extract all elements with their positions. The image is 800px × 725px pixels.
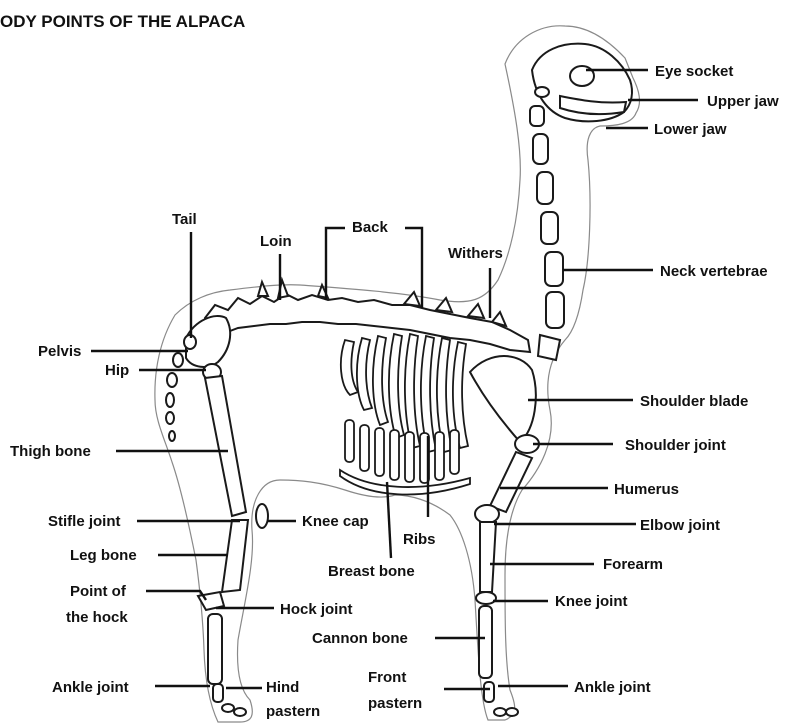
label-shoulder-joint: Shoulder joint bbox=[625, 437, 726, 454]
label-ankle-joint-front: Ankle joint bbox=[574, 679, 651, 696]
label-point-of-hock-line2: the hock bbox=[66, 609, 128, 626]
label-stifle-joint: Stifle joint bbox=[48, 513, 121, 530]
label-humerus: Humerus bbox=[614, 481, 679, 498]
label-upper-jaw: Upper jaw bbox=[707, 93, 779, 110]
label-cannon-bone: Cannon bone bbox=[312, 630, 408, 647]
hindleg-bones bbox=[166, 316, 268, 716]
label-shoulder-blade: Shoulder blade bbox=[640, 393, 748, 410]
label-front-pastern-line1: Front bbox=[368, 669, 406, 686]
label-lower-jaw: Lower jaw bbox=[654, 121, 727, 138]
neck-vertebrae-bones bbox=[530, 106, 564, 360]
label-tail: Tail bbox=[172, 211, 197, 228]
rib-cage bbox=[340, 334, 470, 494]
label-thigh-bone: Thigh bone bbox=[10, 443, 91, 460]
label-pelvis: Pelvis bbox=[38, 343, 81, 360]
label-back: Back bbox=[352, 219, 389, 236]
label-breast-bone: Breast bone bbox=[328, 563, 415, 580]
foreleg-bones bbox=[470, 356, 539, 716]
label-loin: Loin bbox=[260, 233, 292, 250]
label-hock-joint: Hock joint bbox=[280, 601, 353, 618]
label-hind-pastern-line2: pastern bbox=[266, 703, 320, 720]
label-knee-joint: Knee joint bbox=[555, 593, 628, 610]
label-eye-socket: Eye socket bbox=[655, 63, 733, 80]
label-knee-cap: Knee cap bbox=[302, 513, 369, 530]
label-point-of-hock-line1: Point of bbox=[70, 583, 127, 600]
label-withers: Withers bbox=[448, 245, 503, 262]
label-ribs: Ribs bbox=[403, 531, 436, 548]
label-ankle-joint-hind: Ankle joint bbox=[52, 679, 129, 696]
label-forearm: Forearm bbox=[603, 556, 663, 573]
label-hind-pastern-line1: Hind bbox=[266, 679, 299, 696]
label-neck-vertebrae: Neck vertebrae bbox=[660, 263, 768, 280]
label-leg-bone: Leg bone bbox=[70, 547, 137, 564]
label-elbow-joint: Elbow joint bbox=[640, 517, 720, 534]
label-front-pastern-line2: pastern bbox=[368, 695, 422, 712]
label-hip: Hip bbox=[105, 362, 129, 379]
skull bbox=[532, 44, 632, 122]
